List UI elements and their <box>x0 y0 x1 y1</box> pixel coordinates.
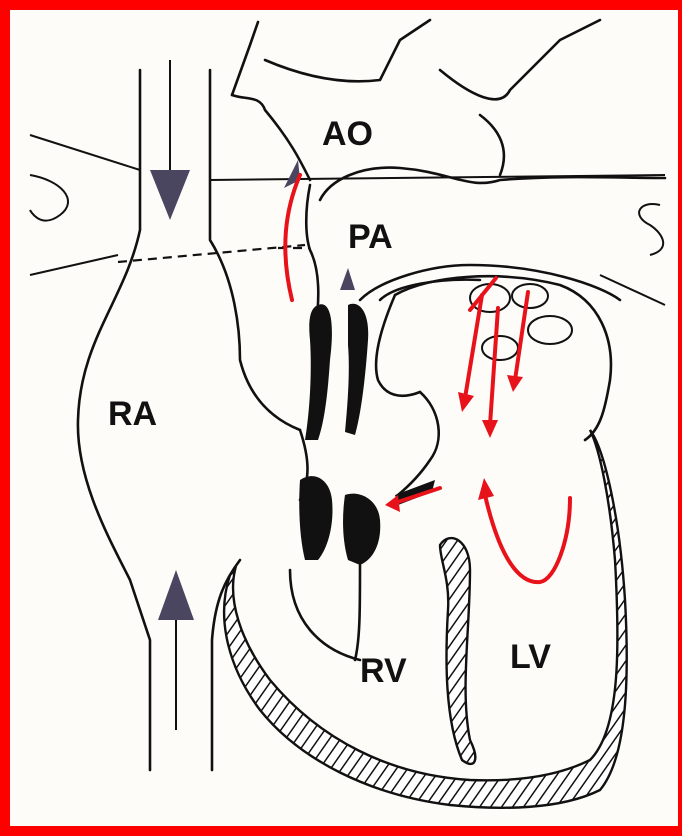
label-ao: AO <box>322 115 373 153</box>
interventricular-septum <box>440 538 475 764</box>
label-ra: RA <box>108 395 157 433</box>
label-rv: RV <box>360 652 407 690</box>
label-lv: LV <box>510 638 551 676</box>
ivc-up-arrow-head <box>158 570 194 620</box>
svc-down-arrow-head <box>150 170 190 220</box>
valves <box>299 304 435 565</box>
label-pa: PA <box>348 218 393 256</box>
pa-up-arrow-head <box>340 268 355 290</box>
